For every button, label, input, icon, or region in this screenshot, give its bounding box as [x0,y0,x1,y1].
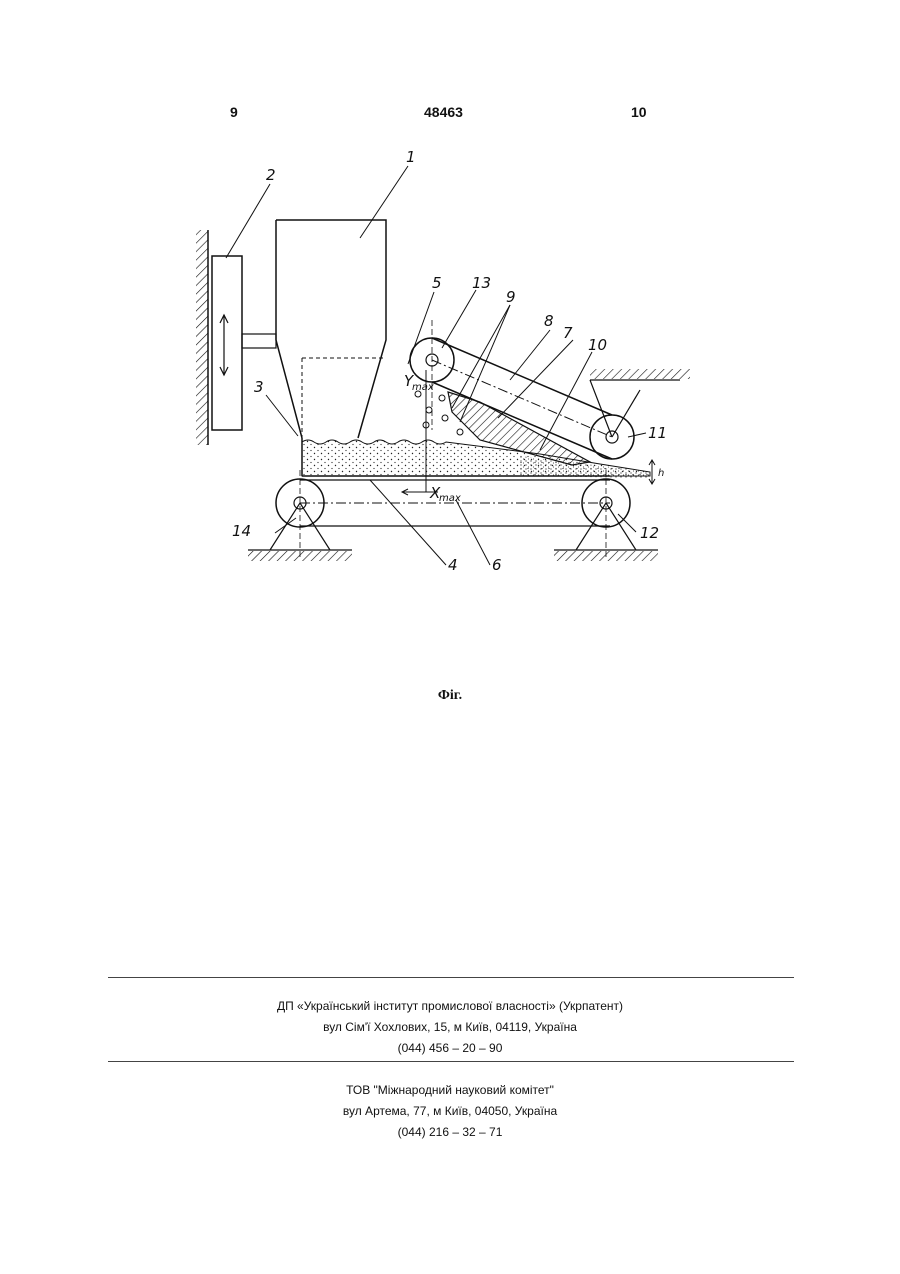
publisher-address: вул Сім'ї Хохлових, 15, м Київ, 04119, У… [0,1017,900,1038]
label-ymax-sub: max [412,382,434,393]
label-12: 12 [640,524,659,542]
label-8: 8 [544,312,554,330]
patent-number: 48463 [424,104,463,120]
label-7: 7 [563,324,573,342]
label-xmax-sub: max [439,493,461,504]
printer-block: ТОВ "Міжнародний науковий комітет" вул А… [0,1080,900,1143]
leader-lines [226,166,646,565]
page-number-left: 9 [230,104,238,120]
page-number-right: 10 [631,104,647,120]
printer-name: ТОВ "Міжнародний науковий комітет" [0,1080,900,1101]
patent-drawing: 1 2 3 4 5 6 7 8 9 10 11 12 13 14 Y max X… [180,140,710,580]
wall [196,230,208,445]
publisher-name: ДП «Український інститут промислової вла… [0,996,900,1017]
figure-caption: Фіг. [0,688,900,704]
label-9: 9 [506,288,516,306]
hopper [276,220,386,470]
material-layer [302,438,650,478]
printer-address: вул Артема, 77, м Київ, 04050, Україна [0,1101,900,1122]
label-10: 10 [588,336,607,354]
publisher-block: ДП «Український інститут промислової вла… [0,996,900,1059]
label-1: 1 [406,148,416,166]
footer-divider-bottom [108,1061,794,1062]
publisher-phone: (044) 456 – 20 – 90 [0,1038,900,1059]
label-4: 4 [448,556,458,574]
label-11: 11 [648,424,667,442]
footer-divider-top [108,977,794,978]
label-5: 5 [432,274,442,292]
label-3: 3 [254,378,264,396]
label-2: 2 [266,166,276,184]
lower-conveyor [248,470,658,561]
printer-phone: (044) 216 – 32 – 71 [0,1122,900,1143]
label-14: 14 [232,522,251,540]
vibrator [212,256,276,430]
label-6: 6 [492,556,502,574]
label-13: 13 [472,274,491,292]
label-h: h [658,468,664,479]
